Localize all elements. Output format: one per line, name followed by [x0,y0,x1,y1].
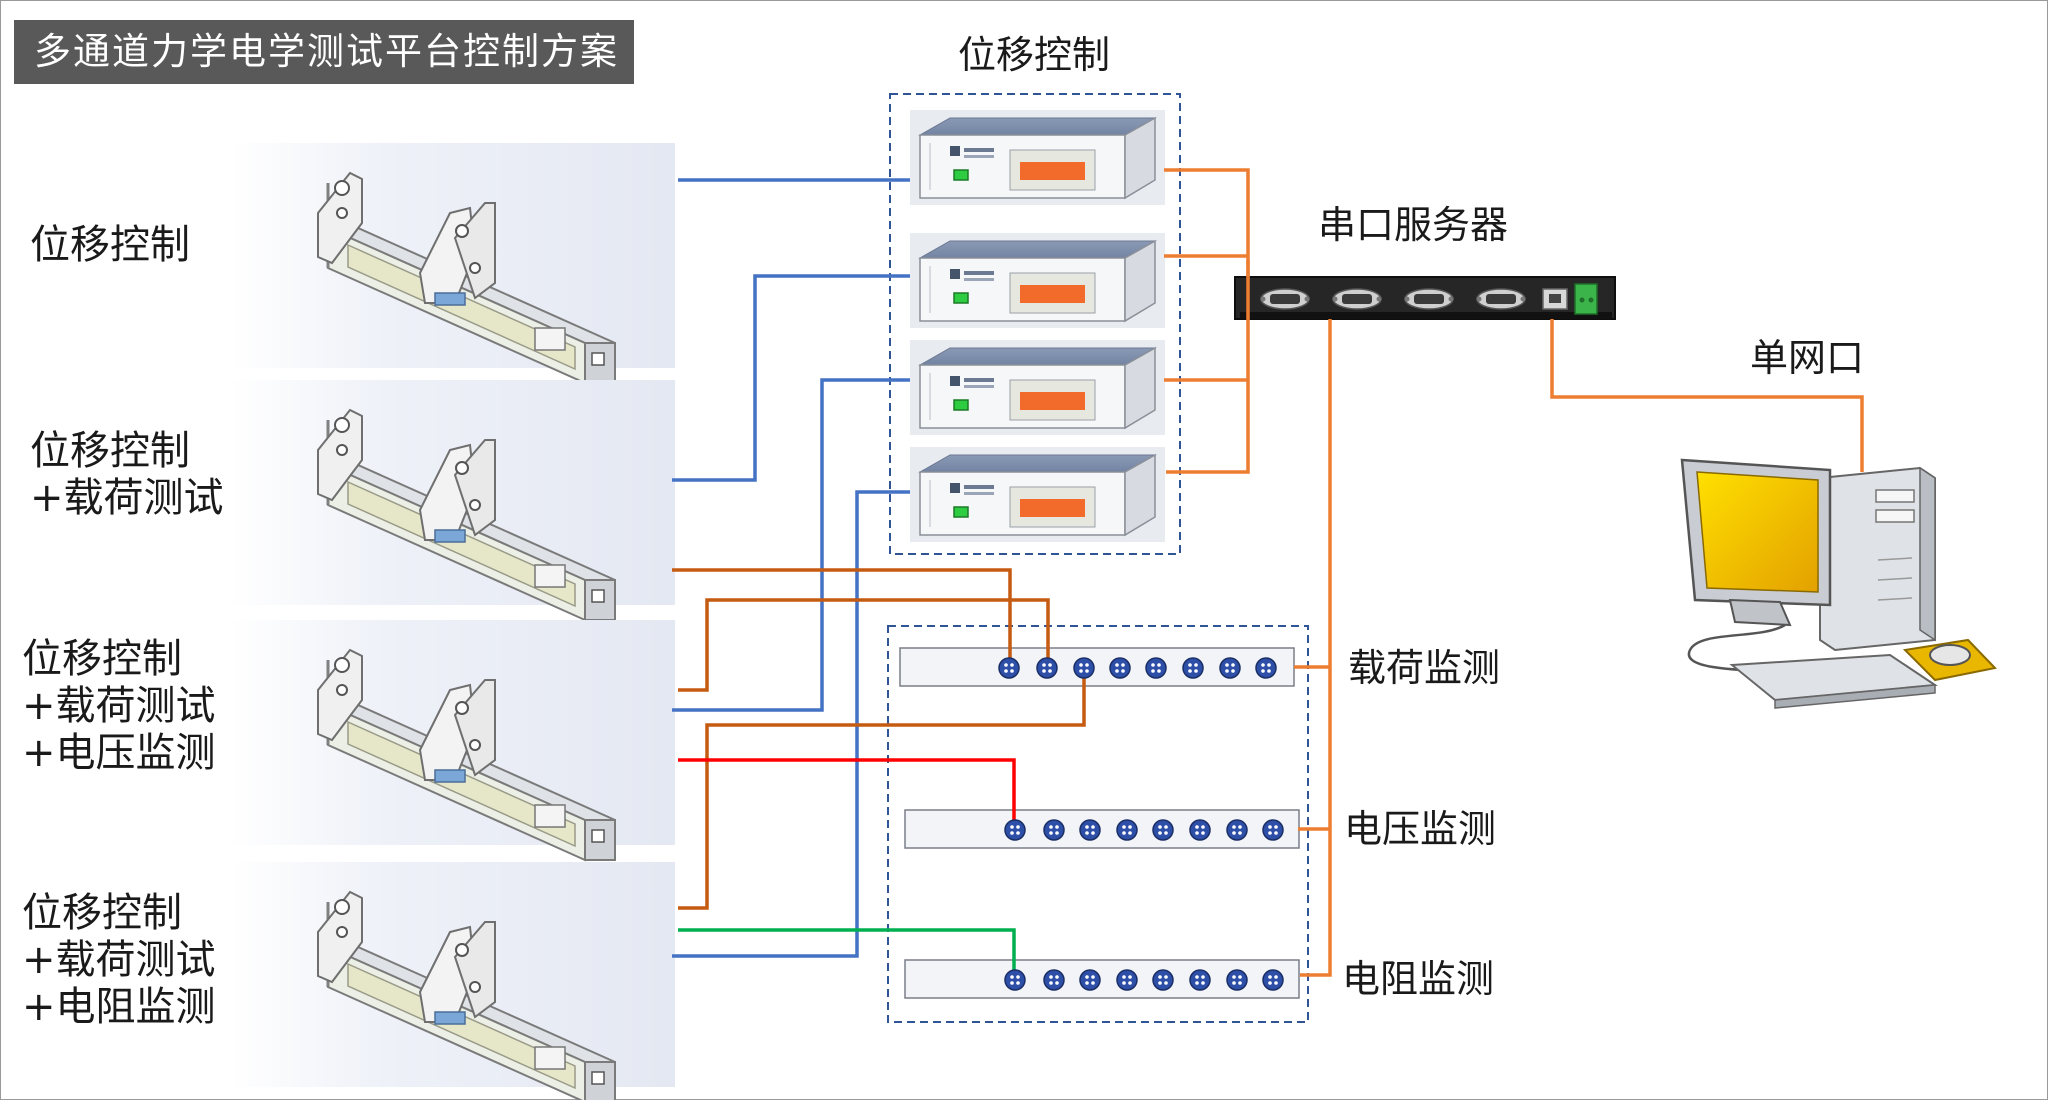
serial-wires [1164,168,1864,977]
voltage-monitor-label: 电压监测 [1344,807,1497,851]
resistance-wire [678,928,1016,980]
test-rig-icon [228,378,677,622]
mouse-icon [1902,638,1997,682]
diagram-title: 多通道力学电学测试平台控制方案 [14,20,634,84]
controller-box-icon [909,339,1166,436]
displacement-group-label: 位移控制 [958,33,1111,77]
serial-server-label: 串口服务器 [1318,203,1509,247]
displacement-group-box [889,93,1181,555]
rj45-port-icon [1542,288,1568,310]
load-wires [672,568,1086,910]
channel-1-label: 位移控制 [30,222,190,268]
voltage-wire [678,758,1016,830]
serial-server-icon [1234,276,1616,320]
computer-icon [1680,458,1997,709]
channel-2-label: 位移控制 +载荷测试 [30,428,224,521]
test-rig-icon [228,141,677,385]
controller-box-icon [909,232,1166,329]
controller-box-icon [909,446,1166,543]
channel-3-label: 位移控制 +载荷测试 +电压监测 [22,636,216,776]
resistance-monitor-label: 电阻监测 [1342,957,1495,1001]
tower-icon [1819,466,1936,652]
monitor-group-box [887,625,1309,1023]
load-monitor-label: 载荷监测 [1348,646,1501,690]
channel-4-label: 位移控制 +载荷测试 +电阻监测 [22,890,216,1030]
test-rig-icon [228,860,677,1100]
monitor-icon [1680,458,1832,627]
controller-box-icon [909,109,1166,206]
keyboard-icon [1729,653,1938,709]
network-port-label: 单网口 [1750,336,1865,380]
terminal-block-icon [1574,283,1598,315]
test-rig-icon [228,618,677,862]
